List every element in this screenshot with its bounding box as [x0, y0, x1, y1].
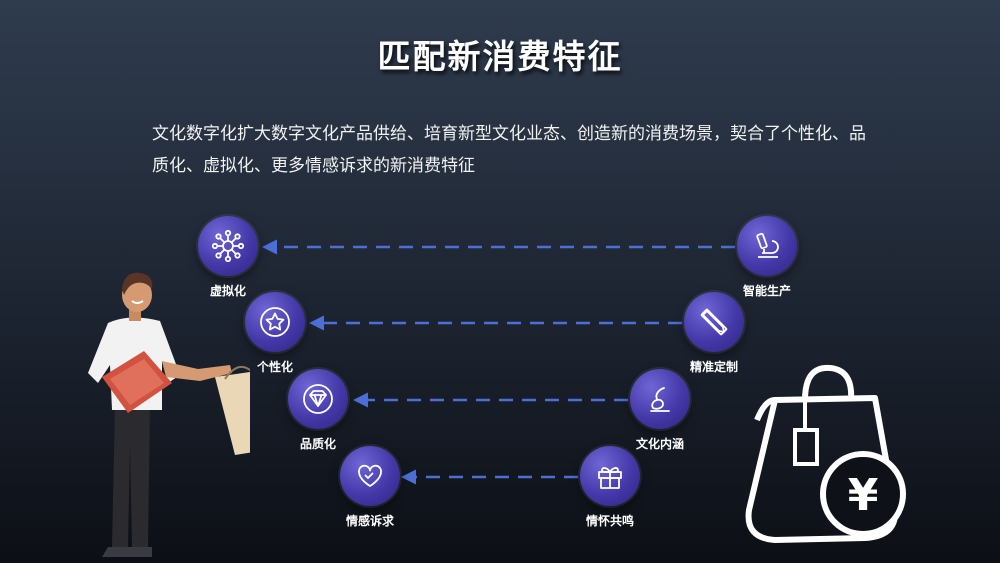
label-culture: 文化内涵 — [635, 437, 684, 451]
label-precision: 精准定制 — [689, 360, 738, 374]
shopping-bag-yen-icon: ¥ — [745, 364, 906, 543]
label-quality: 品质化 — [299, 437, 336, 451]
quality-node — [288, 369, 348, 429]
brush-icon — [650, 387, 670, 412]
gift-icon — [598, 467, 622, 489]
culture-node — [630, 369, 690, 429]
person-illustration — [88, 272, 250, 557]
description-text: 文化数字化扩大数字文化产品供给、培育新型文化业态、创造新的消费场景，契合了个性化… — [152, 124, 866, 176]
label-emotion: 情感诉求 — [345, 514, 394, 528]
virtual-node — [198, 216, 258, 276]
yen-symbol: ¥ — [848, 470, 879, 521]
star-badge-icon — [260, 307, 290, 337]
emotion-node — [340, 446, 400, 506]
network-nodes-icon — [211, 229, 245, 263]
hearts-icon — [358, 464, 382, 487]
resonance-node — [580, 446, 640, 506]
personalized-node — [245, 292, 305, 352]
precision-node — [684, 292, 744, 352]
ruler-pencil-icon — [700, 308, 728, 336]
label-resonance: 情怀共鸣 — [585, 514, 634, 528]
label-personalized: 个性化 — [256, 360, 293, 374]
label-smart-production: 智能生产 — [742, 284, 791, 298]
smart-production-node — [737, 216, 797, 276]
microscope-icon — [756, 232, 779, 258]
page-title: 匹配新消费特征 — [377, 37, 623, 76]
diamond-icon — [303, 384, 333, 414]
label-virtual: 虚拟化 — [209, 284, 246, 298]
